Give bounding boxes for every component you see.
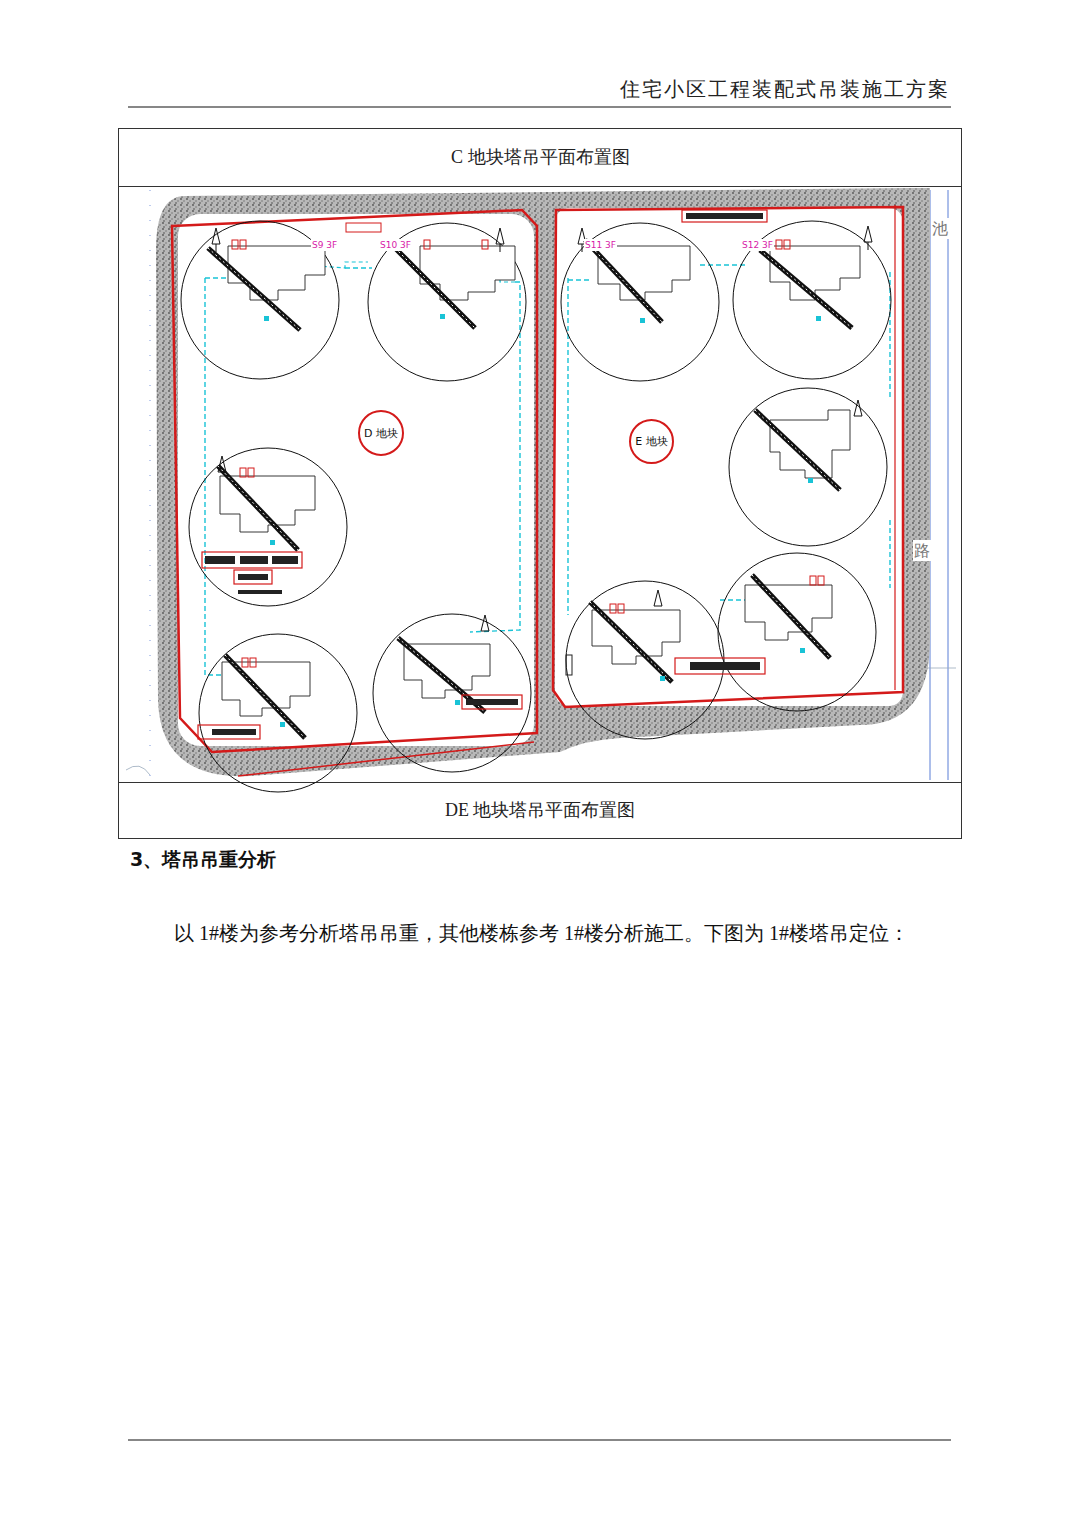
building-tag: S10 3F [379,239,412,251]
plot-name: D 地块 [364,426,398,441]
plot-label-circle: E 地块 [629,419,674,464]
section-heading: 3、塔吊吊重分析 [130,847,276,872]
building-tag: S11 3F [584,239,617,251]
body-paragraph: 以 1#楼为参考分析塔吊吊重，其他楼栋参考 1#楼分析施工。下图为 1#楼塔吊定… [130,910,952,956]
plot-name: E 地块 [635,434,667,449]
plot-label-circle: D 地块 [358,410,404,456]
figure-caption: DE 地块塔吊平面布置图 [445,799,636,822]
running-header: 住宅小区工程装配式吊装施工方案 [620,76,950,102]
road-name: 路 [913,540,931,561]
building-tag: S12 3F [741,239,774,251]
building-tag: S9 3F [311,239,338,251]
table-heading: C 地块塔吊平面布置图 [451,146,630,169]
road-name: 池 [931,218,949,239]
